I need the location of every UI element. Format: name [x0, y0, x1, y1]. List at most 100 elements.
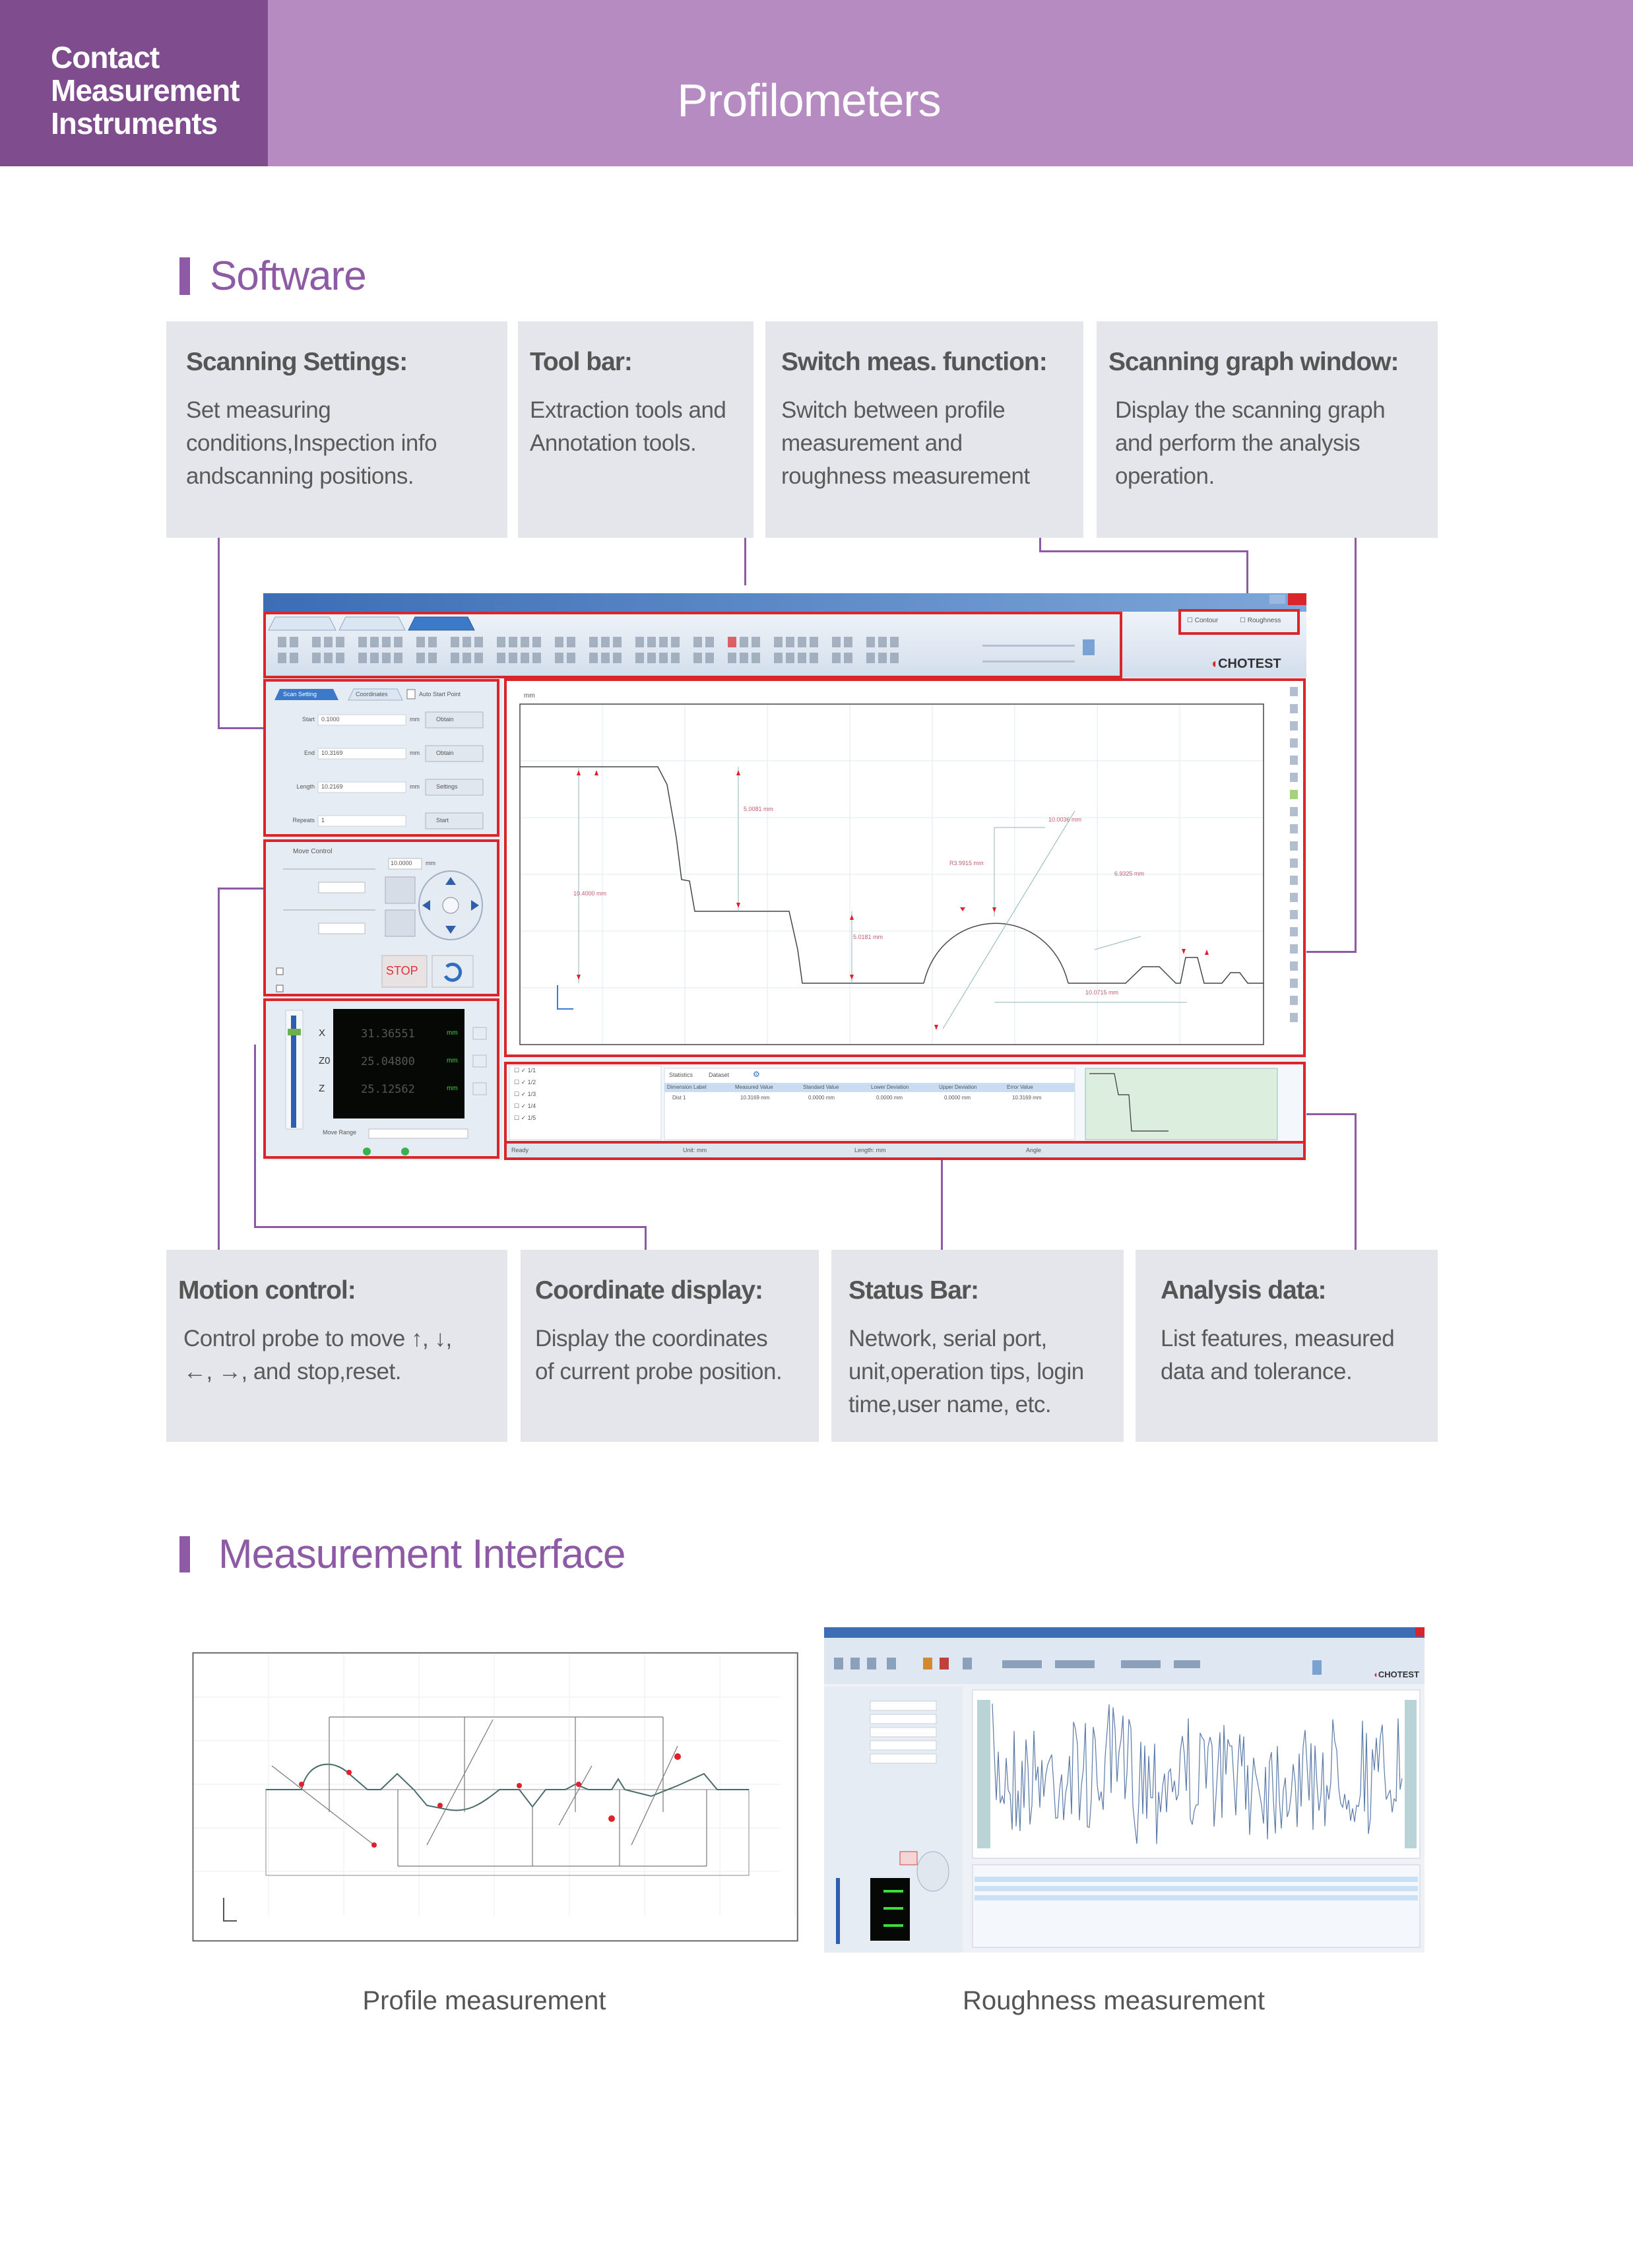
toolbar-settings-icon[interactable]: [1083, 639, 1095, 655]
toolbar-tool-icon[interactable]: [832, 653, 841, 663]
settings-button[interactable]: [425, 745, 484, 762]
graph-tool-icon[interactable]: [1290, 773, 1298, 782]
mode-option-roughness[interactable]: ☐ Roughness: [1240, 617, 1281, 624]
toolbar-tool-icon[interactable]: [370, 653, 379, 663]
toolbar-tool-icon[interactable]: [589, 637, 598, 647]
toolbar-tool-icon[interactable]: [394, 653, 402, 663]
toolbar-slider[interactable]: [982, 645, 1075, 647]
graph-tool-icon[interactable]: [1290, 738, 1298, 748]
mode-option-contour[interactable]: ☐ Contour: [1187, 617, 1219, 624]
minimize-button[interactable]: [1269, 595, 1285, 604]
toolbar-tool-icon[interactable]: [555, 653, 563, 663]
settings-button-label[interactable]: Obtain: [436, 716, 454, 723]
stop-label[interactable]: STOP: [386, 964, 418, 977]
toolbar-tool-icon[interactable]: [394, 637, 402, 647]
ribbon-tab[interactable]: [268, 616, 336, 631]
toolbar-tool-icon[interactable]: [786, 653, 794, 663]
option-checkbox[interactable]: [276, 967, 284, 975]
toolbar-tool-icon[interactable]: [451, 637, 459, 647]
feature-item[interactable]: ☐ ✓ 1/3: [514, 1091, 536, 1097]
graph-tool-icon[interactable]: [1290, 910, 1298, 919]
feature-item[interactable]: ☐ ✓ 1/1: [514, 1067, 536, 1074]
graph-tool-icon[interactable]: [1290, 961, 1298, 971]
toolbar-tool-icon[interactable]: [810, 653, 818, 663]
toolbar-tool-icon[interactable]: [428, 637, 437, 647]
toolbar-tool-icon[interactable]: [567, 653, 575, 663]
toolbar-tool-icon[interactable]: [312, 653, 321, 663]
toolbar-tool-icon[interactable]: [382, 653, 391, 663]
toolbar-tool-icon[interactable]: [336, 637, 344, 647]
toolbar-tool-icon[interactable]: [532, 653, 541, 663]
settings-button[interactable]: [425, 812, 484, 829]
toolbar-tool-icon[interactable]: [635, 637, 644, 647]
graph-tool-icon[interactable]: [1290, 927, 1298, 936]
toolbar-tool-icon[interactable]: [786, 637, 794, 647]
toolbar-tool-icon[interactable]: [844, 637, 852, 647]
graph-tool-icon[interactable]: [1290, 944, 1298, 954]
toolbar-tool-icon[interactable]: [370, 637, 379, 647]
graph-tool-icon[interactable]: [1290, 996, 1298, 1005]
step-input[interactable]: [318, 923, 366, 934]
toolbar-tool-icon[interactable]: [416, 653, 425, 663]
toolbar-tool-icon[interactable]: [671, 653, 680, 663]
graph-tool-icon[interactable]: [1290, 893, 1298, 902]
toolbar-tool-icon[interactable]: [693, 637, 702, 647]
auto-start-checkbox[interactable]: [406, 689, 416, 699]
toolbar-tool-icon[interactable]: [798, 653, 806, 663]
toolbar-tool-icon[interactable]: [451, 653, 459, 663]
arrow-right-icon[interactable]: [471, 900, 479, 911]
graph-tool-icon[interactable]: [1290, 756, 1298, 765]
toolbar-tool-icon[interactable]: [428, 653, 437, 663]
toolbar-tool-icon[interactable]: [659, 637, 668, 647]
settings-input[interactable]: [317, 748, 406, 760]
toolbar-tool-icon[interactable]: [774, 637, 783, 647]
coord-button[interactable]: [472, 1082, 487, 1095]
toolbar-tool-icon[interactable]: [509, 653, 517, 663]
graph-tool-icon[interactable]: [1290, 790, 1298, 799]
toolbar-tool-icon[interactable]: [555, 637, 563, 647]
toolbar-tool-icon[interactable]: [866, 653, 875, 663]
settings-button-label[interactable]: Settings: [436, 783, 458, 790]
toolbar-tool-icon[interactable]: [589, 653, 598, 663]
toolbar-tool-icon[interactable]: [890, 637, 899, 647]
toolbar-tool-icon[interactable]: [810, 637, 818, 647]
graph-tool-icon[interactable]: [1290, 859, 1298, 868]
arrow-left-icon[interactable]: [422, 900, 430, 911]
toolbar-tool-icon[interactable]: [878, 653, 887, 663]
arrow-down-icon[interactable]: [445, 926, 456, 934]
coord-button[interactable]: [472, 1027, 487, 1040]
toolbar-tool-icon[interactable]: [474, 637, 483, 647]
stop-button[interactable]: [381, 955, 428, 988]
move-range-select[interactable]: [368, 1128, 468, 1139]
toolbar-tool-icon[interactable]: [647, 637, 656, 647]
settings-gear-icon[interactable]: ⚙: [753, 1070, 760, 1079]
toolbar-tool-icon[interactable]: [474, 653, 483, 663]
toolbar-tool-icon[interactable]: [798, 637, 806, 647]
toolbar-tool-icon[interactable]: [601, 653, 610, 663]
toolbar-tool-icon[interactable]: [336, 653, 344, 663]
ribbon-tab-active[interactable]: [408, 616, 475, 631]
toolbar-tool-icon[interactable]: [324, 637, 333, 647]
toolbar-tool-icon[interactable]: [601, 637, 610, 647]
toolbar-tool-icon[interactable]: [832, 637, 841, 647]
toolbar-tool-icon[interactable]: [866, 637, 875, 647]
toolbar-tool-icon[interactable]: [358, 637, 367, 647]
analysis-tab[interactable]: Statistics: [669, 1072, 693, 1078]
toolbar-tool-icon[interactable]: [671, 637, 680, 647]
settings-input[interactable]: [317, 714, 406, 726]
toolbar-slider[interactable]: [982, 661, 1075, 663]
settings-button-label[interactable]: Start: [436, 817, 449, 824]
settings-tab-label[interactable]: Coordinates: [356, 691, 388, 697]
settings-tab-active[interactable]: [274, 689, 338, 700]
toolbar-tool-icon[interactable]: [312, 637, 321, 647]
toolbar-tool-icon[interactable]: [567, 637, 575, 647]
step-input[interactable]: [318, 882, 366, 893]
toolbar-tool-icon[interactable]: [659, 653, 668, 663]
toolbar-tool-icon[interactable]: [740, 637, 748, 647]
settings-input[interactable]: [317, 781, 406, 793]
settings-tab[interactable]: [348, 688, 403, 701]
coord-button[interactable]: [472, 1054, 487, 1068]
toolbar-tool-icon[interactable]: [463, 637, 471, 647]
ribbon-tab[interactable]: [338, 616, 406, 631]
option-checkbox[interactable]: [276, 985, 284, 992]
